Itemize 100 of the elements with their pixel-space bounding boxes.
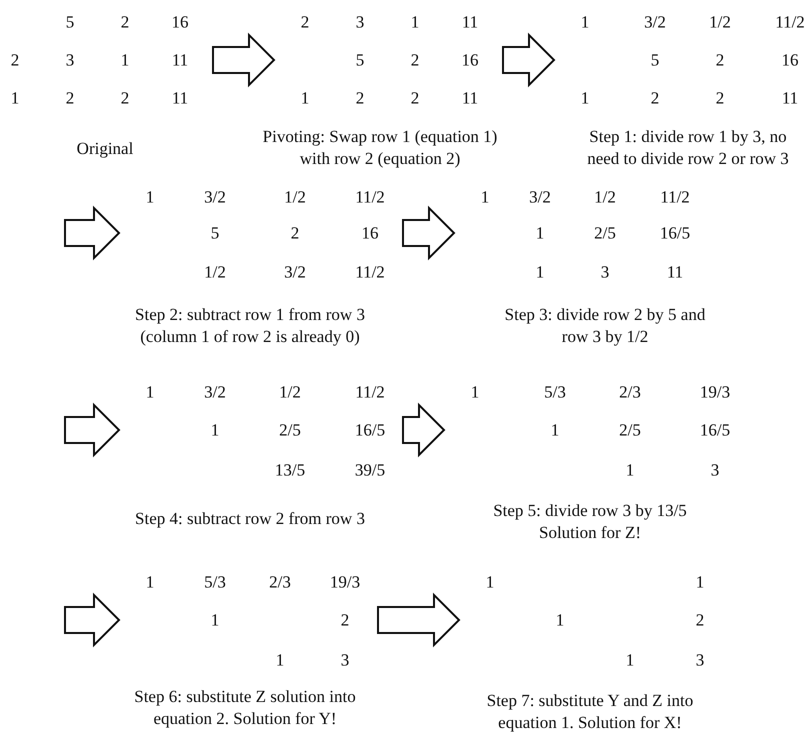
matrix-entry: 1 <box>580 90 590 106</box>
matrix-entry: 1 <box>536 264 544 280</box>
matrix-entry: 39/5 <box>354 462 386 478</box>
matrix-entry: 1 <box>480 188 490 206</box>
matrix-entry: 1 <box>210 612 220 628</box>
matrix-entry: 1 <box>120 52 130 68</box>
matrix-entry: 11 <box>462 90 478 106</box>
matrix-entry: 1/2 <box>709 14 731 30</box>
matrix-entry: 11/2 <box>355 264 385 280</box>
matrix-entry: 1 <box>276 652 284 668</box>
matrix-entry: 2/5 <box>279 422 301 438</box>
matrix-entry: 1 <box>210 422 220 438</box>
matrix-entry: 2/3 <box>619 384 641 400</box>
matrix-entry: 3/2 <box>529 188 551 206</box>
matrix-entry: 11/2 <box>660 188 690 206</box>
matrix-entry: 2 <box>10 52 20 68</box>
matrix-entry: 11/2 <box>355 188 385 206</box>
step-caption: Step 4: subtract row 2 from row 3 <box>134 508 366 530</box>
matrix-entry: 1 <box>580 14 590 30</box>
matrix-entry: 16/5 <box>700 422 730 438</box>
matrix-entry: 2/5 <box>594 224 616 242</box>
matrix-entry: 5/3 <box>204 574 226 590</box>
step-caption: Step 6: substitute Z solution into equation 2. Solution for Y! <box>133 686 357 730</box>
matrix-entry: 2 <box>66 90 74 106</box>
matrix-entry: 2/3 <box>269 574 291 590</box>
matrix-entry: 5 <box>650 52 660 68</box>
matrix-entry: 5 <box>210 224 220 242</box>
matrix-entry: 11 <box>782 90 798 106</box>
step-caption: Step 2: subtract row 1 from row 3 (column 1 of row 2 is already 0) <box>134 304 366 348</box>
matrix-entry: 1 <box>146 188 154 206</box>
matrix-entry: 2 <box>410 52 420 68</box>
step-caption: Step 3: divide row 2 by 5 and row 3 by 1/2 <box>504 304 706 348</box>
matrix-entry: 3/2 <box>284 264 306 280</box>
matrix-entry: 3/2 <box>204 188 226 206</box>
matrix-entry: 1/2 <box>594 188 616 206</box>
matrix-entry: 1 <box>410 14 420 30</box>
matrix-entry: 2/5 <box>619 422 641 438</box>
matrix-entry: 19/3 <box>330 574 360 590</box>
matrix-entry: 2 <box>356 90 364 106</box>
matrix-entry: 1 <box>470 384 480 400</box>
matrix-entry: 2 <box>290 224 300 242</box>
step-caption: Original <box>76 138 134 160</box>
matrix-entry: 3 <box>600 264 610 280</box>
matrix-entry: 1 <box>626 462 634 478</box>
matrix-entry: 3 <box>696 652 704 668</box>
matrix-entry: 11 <box>172 52 188 68</box>
matrix-entry: 5 <box>66 14 74 30</box>
step-caption: Step 5: divide row 3 by 13/5 <box>492 500 688 522</box>
matrix-entry: 2 <box>716 90 724 106</box>
matrix-entry: 3 <box>66 52 74 68</box>
step-caption: Solution for Z! <box>538 522 642 544</box>
matrix-entry: 11 <box>172 90 188 106</box>
matrix-entry: 16/5 <box>660 224 690 242</box>
matrix-entry: 3 <box>710 462 720 478</box>
matrix-entry: 2 <box>300 14 310 30</box>
matrix-entry: 11/2 <box>355 384 385 400</box>
matrix-entry: 2 <box>120 14 130 30</box>
matrix-entry: 1 <box>536 224 544 242</box>
matrix-entry: 1/2 <box>204 264 226 280</box>
block-arrow <box>64 592 120 648</box>
block-arrow <box>64 206 120 260</box>
matrix-entry: 1 <box>300 90 310 106</box>
matrix-entry: 5 <box>356 52 364 68</box>
matrix-entry: 11 <box>462 14 478 30</box>
matrix-entry: 2 <box>650 90 660 106</box>
matrix-entry: 19/3 <box>700 384 730 400</box>
matrix-entry: 16 <box>172 14 188 30</box>
matrix-entry: 3 <box>356 14 364 30</box>
matrix-entry: 2 <box>716 52 724 68</box>
matrix-entry: 2 <box>340 612 350 628</box>
matrix-entry: 16/5 <box>354 422 386 438</box>
block-arrow <box>377 592 460 648</box>
matrix-entry: 16 <box>362 224 378 242</box>
matrix-entry: 1/2 <box>279 384 301 400</box>
matrix-entry: 13/5 <box>274 462 306 478</box>
matrix-entry: 1 <box>146 384 154 400</box>
matrix-entry: 1 <box>556 612 564 628</box>
step-caption: Step 1: divide row 1 by 3, no need to divide row 2 or row 3 <box>586 126 790 170</box>
matrix-entry: 16 <box>462 52 478 68</box>
block-arrow <box>402 402 446 458</box>
matrix-entry: 16 <box>782 52 798 68</box>
block-arrow <box>402 206 456 260</box>
matrix-entry: 1 <box>626 652 634 668</box>
matrix-entry: 1 <box>146 574 154 590</box>
matrix-entry: 3/2 <box>644 14 666 30</box>
matrix-entry: 3 <box>340 652 350 668</box>
matrix-entry: 1 <box>550 422 560 438</box>
matrix-entry: 1 <box>486 574 494 590</box>
block-arrow <box>502 32 556 88</box>
matrix-entry: 3/2 <box>204 384 226 400</box>
block-arrow <box>212 32 276 88</box>
matrix-entry: 1/2 <box>284 188 306 206</box>
step-caption: Step 7: substitute Y and Z into equation 1. Solution for X! <box>486 690 694 734</box>
matrix-entry: 1 <box>10 90 20 106</box>
block-arrow <box>64 402 120 458</box>
matrix-entry: 2 <box>696 612 704 628</box>
step-caption: Pivoting: Swap row 1 (equation 1) with row 2 (equation 2) <box>262 126 498 170</box>
matrix-entry: 5/3 <box>544 384 566 400</box>
matrix-entry: 11/2 <box>775 14 805 30</box>
matrix-entry: 1 <box>696 574 704 590</box>
